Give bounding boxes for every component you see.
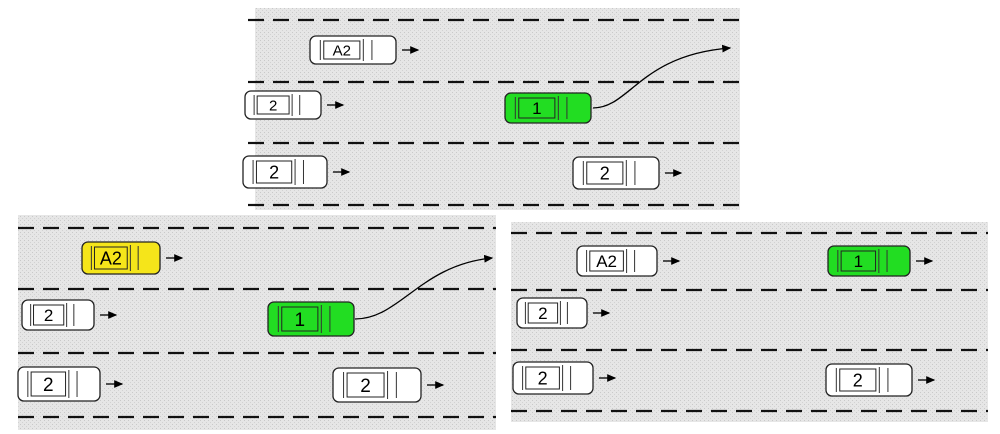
vehicle-1: 1 [267,301,355,337]
vehicle-body [504,92,592,124]
vehicle-body [267,301,355,337]
vehicle-label: A2 [596,252,617,271]
road-panel-bottom-right: A2 1 2 2 2 [511,222,988,422]
vehicle-a2: A2 [576,245,681,277]
vehicle-label: 2 [44,306,53,325]
vehicle-label-box [93,246,128,270]
vehicle-2: 2 [244,90,345,120]
vehicle-body [516,297,588,329]
vehicle-label: 2 [538,304,547,323]
vehicle-body [576,245,658,277]
vehicle-a2: A2 [81,241,184,275]
vehicle-label: 2 [600,163,610,183]
vehicle-body [17,366,101,402]
vehicle-body [825,363,913,397]
lane-change-trajectory [592,44,732,109]
vehicle-body [512,361,594,395]
vehicle-label-box [255,160,293,184]
vehicle-2: 2 [512,361,617,395]
vehicle-label: 1 [854,252,863,271]
vehicle-body [242,155,328,189]
vehicle-body [244,90,322,120]
vehicle-2: 2 [516,297,611,329]
vehicle-2: 2 [17,366,124,402]
vehicle-label-box [518,97,556,119]
vehicle-label-box [586,161,624,185]
vehicle-label-box [840,250,877,272]
vehicle-2: 2 [21,299,118,331]
vehicle-label: 1 [532,99,541,118]
vehicle-body [81,241,161,275]
vehicle-2: 2 [332,367,445,403]
vehicle-body [309,35,397,65]
vehicle-body [332,367,422,403]
vehicle-1: 1 [504,92,592,124]
vehicle-label: 2 [853,370,863,390]
vehicle-label-box [527,302,559,324]
vehicle-label: A2 [333,43,351,60]
vehicle-1: 1 [827,245,934,277]
vehicle-label-box [30,371,67,397]
vehicle-2: 2 [572,156,683,190]
vehicle-body [827,245,911,277]
vehicle-body [572,156,660,190]
vehicle-label: 2 [269,162,279,182]
road-panel-top: A2 2 1 2 2 [242,8,740,210]
vehicle-a2: A2 [309,35,420,65]
vehicle-label-box [281,306,319,332]
vehicle-label: 2 [360,376,371,397]
vehicle-label-box [33,304,65,326]
vehicle-2: 2 [825,363,936,397]
vehicle-label-box [346,372,385,398]
lane-change-trajectory [354,254,494,320]
vehicle-label: 2 [43,375,54,396]
vehicle-2: 2 [242,155,351,189]
vehicle-label-box [525,366,560,390]
vehicle-label: 1 [295,310,306,331]
vehicle-label: 2 [269,98,277,115]
road-panel-bottom-left: A2 2 1 2 2 [17,215,496,430]
vehicle-label: 2 [538,368,548,388]
vehicle-label: A2 [100,248,122,268]
vehicle-label-box [256,95,290,115]
vehicle-label-box [589,250,624,272]
vehicle-label-box [839,368,877,392]
vehicle-body [21,299,95,331]
vehicle-label-box [323,40,361,60]
